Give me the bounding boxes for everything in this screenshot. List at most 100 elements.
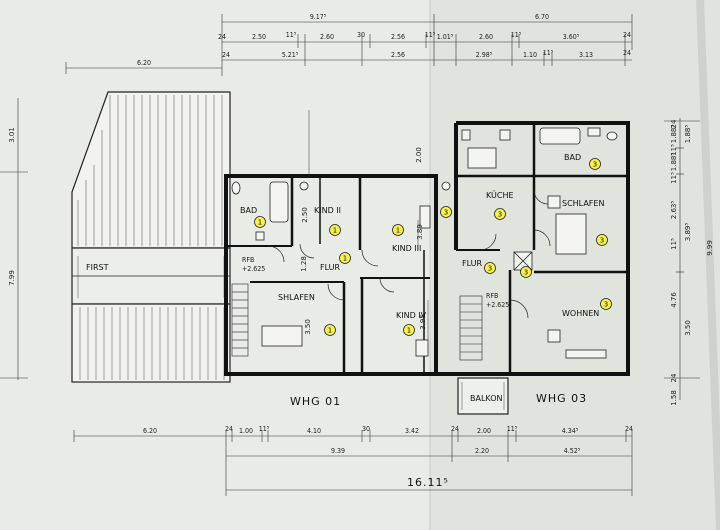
badge-3-schlafen: 3 [600,237,604,245]
dim-right-3: 1.88⁵ [670,153,678,172]
label-kind4: KIND IV [396,311,427,320]
dim-left-mid: 7.99 [8,270,16,286]
dim-inner-250: 2.50 [301,207,309,223]
dim-inner-350a: 3.50 [304,319,312,335]
dim-bot1-4: 4.10 [307,427,321,435]
dim-total-top: 9.17⁵ [310,13,327,21]
label-flur-whg01: FLUR [320,263,341,272]
dim-row1-2: 2.60 [320,33,334,41]
dim-right-1: 1.88⁵ [670,125,678,144]
dim-bot1-11: 24 [625,425,633,433]
roof-section: FIRST [71,91,231,383]
label-balkon: BALKON [470,394,503,403]
rfb-whg01-value: +2.625 [242,265,265,273]
dim-right-1b: 1.88⁵ [684,125,692,144]
badge-1-kind4: 1 [407,327,411,335]
dim-bot1-2: 1.00 [239,427,253,435]
dim-row2-5: 3.13 [579,51,593,59]
dim-right-7: 4.76 [670,292,678,308]
dim-row1-left: 24 [218,33,226,41]
fixtures [231,127,618,359]
dim-inner-395: 3.95 [419,314,427,330]
dim-bot1-5: 30 [362,425,370,433]
dim-bot1-10: 4.34⁵ [562,427,579,435]
dim-inner-200: 2.00 [415,147,423,163]
dim-row1-0: 2.50 [252,33,266,41]
dim-right-0: 24 [670,119,678,128]
dim-row2-left: 24 [222,51,230,59]
dim-row1-8: 11⁵ [511,31,522,39]
dim-row1-3: 30 [357,31,365,39]
dim-row1-7: 2.60 [479,33,493,41]
label-wohnen: WOHNEN [562,309,599,318]
dim-left-top: 3.01 [8,127,16,143]
dim-right-6: 11⁵ [670,238,678,250]
dim-bot1-9: 11⁵ [507,425,518,433]
dim-bot1-6: 3.42 [405,427,419,435]
dim-row2-0: 5.21⁵ [282,51,299,59]
badge-1-kind2: 1 [333,227,337,235]
label-flur-whg03: FLUR [462,259,483,268]
dim-right-4: 11⁵ [670,172,678,184]
dim-row3-left: 6.20 [137,59,151,67]
dim-inner-389: 3.89 [416,224,424,240]
dim-row2-3: 1.10 [523,51,537,59]
label-first: FIRST [86,263,109,272]
dim-right-11: 1.58 [670,390,678,406]
dim-row2-2: 2.98⁵ [476,51,493,59]
label-kind3: KIND III [392,244,421,253]
badge-3-kueche: 3 [498,211,502,219]
door-swings [267,189,551,319]
label-schlafen-whg03: SCHLAFEN [562,199,604,208]
stairs-whg03 [459,295,483,361]
badge-1-kind3: 1 [396,227,400,235]
badge-3-bad: 3 [593,161,597,169]
badge-3-wohnen: 3 [604,301,608,309]
unit-badges: 1 1 1 1 1 1 3 3 3 3 3 3 3 [254,158,612,336]
rfb-whg01-label: RFB [242,256,254,264]
badge-1-schlafen: 1 [328,327,332,335]
label-kind2: KIND II [314,206,341,215]
unit-title-whg03: WHG 03 [536,392,587,405]
dim-inner-128: 1.28 [300,256,308,272]
rfb-whg03-value: +2.625 [486,301,509,309]
stairs-whg01 [231,283,249,357]
dim-right-9: 3.50 [684,320,692,336]
dim-row2-6: 24 [623,49,631,57]
dim-row1-5: 11⁵ [425,31,436,39]
label-schlafen-whg01: SHLAFEN [278,293,315,302]
dim-bot1-0: 6.20 [143,427,157,435]
badge-3-dusche: 3 [524,269,528,277]
dim-right-8: 3.89⁵ [684,223,692,242]
dim-bot1-8: 2.00 [477,427,491,435]
dim-total-right: 6.70 [535,13,549,21]
label-bad-whg01: BAD [240,206,257,215]
dim-bot1-3: 11⁵ [259,425,270,433]
dim-total-bottom: 16.11⁵ [407,476,449,489]
dim-bot2-1: 2.20 [475,447,489,455]
badge-3-wc: 3 [444,209,448,217]
dim-row2-4: 11⁵ [543,49,554,57]
balcony: BALKON [457,377,509,415]
dim-bot1-1: 24 [225,425,233,433]
unit-title-whg01: WHG 01 [290,395,341,408]
dim-row2-1: 2.56 [391,51,405,59]
badge-1-flur: 1 [343,255,347,263]
dim-row1-4: 2.56 [391,33,405,41]
label-bad-whg03: BAD [564,153,581,162]
dim-bot2-0: 9.39 [331,447,345,455]
badge-1-bad: 1 [258,219,262,227]
dim-right-10: 24 [670,373,678,382]
dim-row1-6: 1.01⁵ [437,33,454,41]
dim-right-2: 11⁵ [670,144,678,156]
dim-bot2-2: 4.52⁵ [564,447,581,455]
dim-right-far: 9.99 [706,240,714,256]
building-walls [224,121,630,376]
dim-row1-1: 11⁵ [286,31,297,39]
badge-3-flur: 3 [488,265,492,273]
rfb-whg03-label: RFB [486,292,498,300]
label-kueche: KÜCHE [486,190,514,200]
dim-row1-9: 3.60⁵ [563,33,580,41]
dim-row1-10: 24 [623,31,631,39]
